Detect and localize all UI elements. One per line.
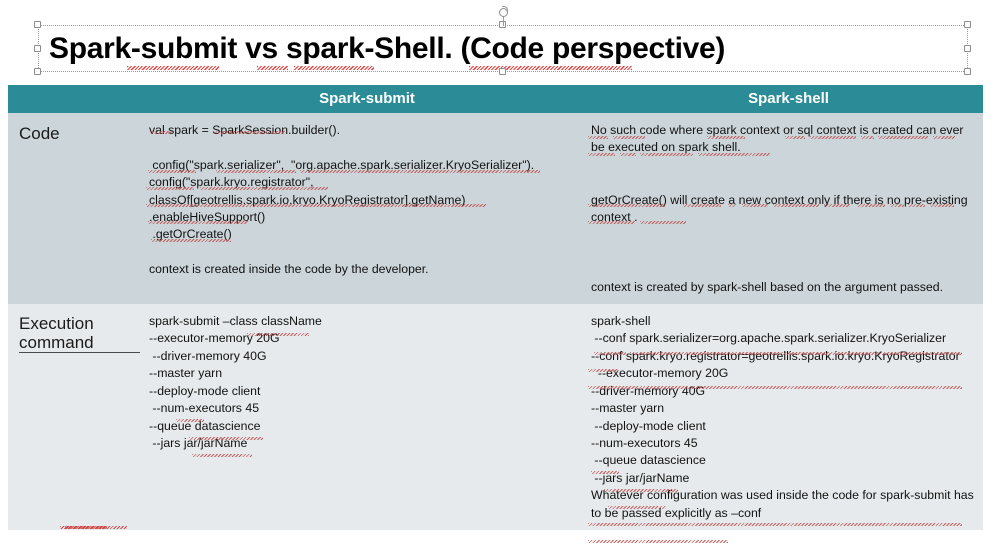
table-row: Execution command spark-submit –class cl… (8, 304, 983, 530)
spellcheck-underline (294, 66, 374, 70)
cell-execution-spark-shell[interactable]: spark-shell --conf spark.serializer=org.… (583, 304, 983, 530)
execution-spark-shell-text: spark-shell --conf spark.serializer=org.… (591, 314, 974, 520)
selection-handle-middle-right[interactable] (964, 45, 971, 52)
cell-code-spark-shell[interactable]: No such code where spark context or sql … (583, 113, 983, 305)
row-label-execution-command: Execution command (8, 304, 140, 354)
header-label-spark-submit: Spark-submit (319, 90, 415, 107)
row-label-cell-execution-command: Execution command (8, 304, 140, 530)
spellcheck-underline (60, 525, 107, 529)
row-label-code: Code (19, 124, 60, 143)
spellcheck-underline (469, 66, 632, 70)
header-cell-spark-submit: Spark-submit (65, 85, 583, 529)
header-label-spark-shell: Spark-shell (748, 90, 829, 107)
selection-handle-bottom-center[interactable] (499, 68, 506, 75)
row-label-cell-code: Code (8, 113, 140, 305)
header-cell-blank (8, 85, 140, 113)
table-row: Code val spark = SparkSession.builder().… (8, 113, 983, 305)
selection-handle-top-left[interactable] (34, 21, 41, 28)
selection-handle-bottom-right[interactable] (964, 68, 971, 75)
rotation-handle-stem (503, 14, 504, 26)
spellcheck-underline (257, 66, 288, 70)
code-spark-shell-text: No such code where spark context or sql … (591, 123, 968, 294)
page-title: Spark-submit vs spark-Shell. (Code persp… (49, 32, 726, 65)
cell-code-spark-submit[interactable]: val spark = SparkSession.builder(). conf… (140, 113, 583, 305)
rotation-handle-icon[interactable] (499, 6, 508, 17)
spellcheck-underline (127, 66, 219, 70)
selection-handle-bottom-left[interactable] (34, 68, 41, 75)
code-spark-submit-text: val spark = SparkSession.builder(). conf… (149, 123, 535, 277)
selection-handle-top-center[interactable] (499, 21, 506, 28)
execution-spark-submit-text: spark-submit –class className --executor… (149, 314, 322, 450)
table-header-row: Spark-submit Spark-shell (8, 85, 983, 529)
header-cell-spark-shell: Spark-shell (60, 85, 983, 529)
title-textbox[interactable]: Spark-submit vs spark-Shell. (Code persp… (38, 25, 968, 72)
comparison-table[interactable]: Spark-submit Spark-shell Code val spark … (8, 85, 983, 530)
selection-handle-top-right[interactable] (964, 21, 971, 28)
selection-handle-middle-left[interactable] (34, 45, 41, 52)
cell-execution-spark-submit[interactable]: spark-submit –class className --executor… (140, 304, 583, 530)
